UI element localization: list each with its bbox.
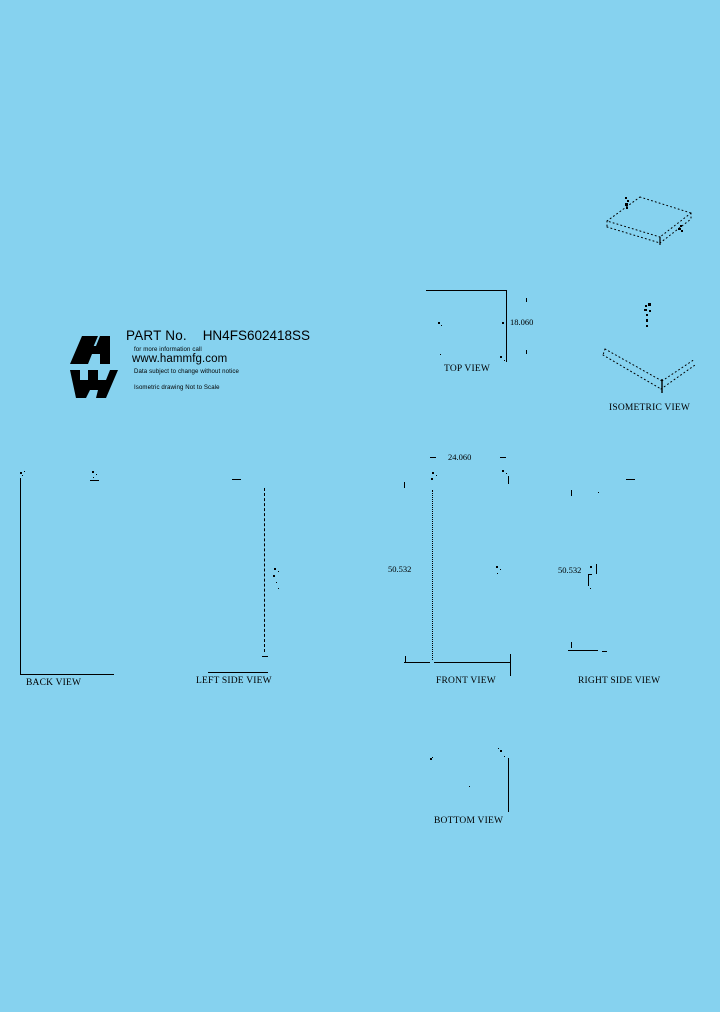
front-view-right-edge xyxy=(510,654,511,676)
right-side-view-bottom-edge-2 xyxy=(602,651,607,652)
website-link[interactable]: www.hammfg.com xyxy=(132,353,228,365)
back-view-left-edge xyxy=(20,478,21,674)
front-view-left-tick xyxy=(404,482,405,488)
front-view-corner-tick xyxy=(508,476,509,484)
bottom-view-label: BOTTOM VIEW xyxy=(434,816,504,826)
front-view-label: FRONT VIEW xyxy=(436,676,496,686)
left-side-view-mark xyxy=(278,588,279,589)
back-view-mark xyxy=(20,472,22,474)
front-view-bottom-edge-left xyxy=(404,662,430,663)
right-side-view-mark xyxy=(598,492,599,493)
part-number-value: HN4FS602418SS xyxy=(202,328,311,343)
dimension-right-side-height: 50.532 xyxy=(558,565,582,575)
front-view: 24.060 50.532 FRONT VIEW xyxy=(388,448,532,688)
front-view-bottom-left-tick xyxy=(405,656,406,662)
left-side-view-label: LEFT SIDE VIEW xyxy=(196,676,272,686)
right-side-view: 50.532 RIGHT SIDE VIEW xyxy=(552,470,672,686)
front-view-mark xyxy=(431,478,433,480)
right-side-view-mark xyxy=(590,588,591,589)
front-view-mark xyxy=(500,569,501,570)
back-view-bottom-edge xyxy=(20,674,114,675)
bottom-view-mark xyxy=(469,786,470,787)
right-side-view-label: RIGHT SIDE VIEW xyxy=(578,676,661,686)
back-view-tick xyxy=(90,480,99,481)
dimension-front-width: 24.060 xyxy=(448,452,472,462)
scale-note-text: Isometric drawing Not to Scale xyxy=(134,384,220,391)
right-side-view-mark xyxy=(590,566,592,568)
front-view-mark xyxy=(496,566,498,568)
right-side-view-dim-line xyxy=(596,564,597,574)
top-view-top-edge xyxy=(426,290,506,291)
top-view: 18.060 TOP VIEW xyxy=(420,282,540,374)
isometric-view-label: ISOMETRIC VIEW xyxy=(609,403,690,413)
right-side-view-dim-ext xyxy=(588,574,589,586)
left-side-view-bottom-edge xyxy=(208,672,268,673)
left-side-view-mark xyxy=(274,568,276,570)
left-side-view-top-tick xyxy=(232,479,241,480)
front-view-mark xyxy=(497,573,498,574)
top-view-mark xyxy=(441,325,442,326)
top-view-label: TOP VIEW xyxy=(444,364,491,374)
top-view-right-edge xyxy=(506,290,507,362)
dimension-top-depth: 18.060 xyxy=(510,317,534,327)
isometric-plate-svg xyxy=(606,196,692,245)
left-side-view-bottom-tick xyxy=(262,656,268,657)
logo-svg xyxy=(70,336,118,398)
bottom-view-mark xyxy=(432,757,433,758)
hammond-manufacturing-logo xyxy=(68,332,120,400)
back-view-mark xyxy=(92,471,94,473)
back-view-mark xyxy=(93,477,94,478)
top-view-extension-tick xyxy=(526,350,527,354)
top-view-mark xyxy=(438,322,440,324)
right-side-view-bottom-tick xyxy=(571,642,572,648)
top-view-extension-tick xyxy=(526,298,527,302)
left-side-view-mark xyxy=(278,571,279,572)
front-view-dim-tick-right xyxy=(500,457,506,458)
part-number-line: PART No. HN4FS602418SS xyxy=(126,328,310,343)
top-view-mark xyxy=(502,322,504,324)
right-side-view-bottom-edge xyxy=(568,650,598,651)
back-view-mark xyxy=(96,474,97,475)
top-view-mark xyxy=(504,360,505,361)
bottom-view-right-edge xyxy=(508,758,509,812)
left-side-view-mark xyxy=(273,575,275,577)
front-view-mark xyxy=(506,473,507,474)
top-view-mark xyxy=(500,356,502,358)
front-view-mark xyxy=(502,470,504,472)
bottom-view-mark xyxy=(430,758,432,760)
bottom-view-mark xyxy=(500,750,502,752)
part-number-label: PART No. xyxy=(126,328,187,343)
bottom-view-mark xyxy=(498,748,499,749)
right-side-view-left-tick xyxy=(571,490,572,496)
back-view-mark xyxy=(24,471,25,472)
isometric-bracket-svg xyxy=(602,303,696,393)
left-side-view: LEFT SIDE VIEW xyxy=(196,470,306,686)
bottom-view: BOTTOM VIEW xyxy=(412,738,542,830)
bottom-view-mark xyxy=(504,756,505,757)
title-block: PART No. HN4FS602418SS for more informat… xyxy=(68,328,318,406)
front-view-bottom-edge-right xyxy=(434,662,510,663)
call-line: for more information call xyxy=(134,346,202,353)
back-view: BACK VIEW xyxy=(14,470,134,688)
back-view-mark xyxy=(22,475,23,476)
front-view-mark xyxy=(436,475,437,476)
dimension-front-height: 50.532 xyxy=(388,564,412,574)
left-side-view-mark xyxy=(276,582,277,583)
back-view-label: BACK VIEW xyxy=(26,678,82,688)
right-side-view-top-tick xyxy=(626,479,635,480)
isometric-view: ISOMETRIC VIEW xyxy=(595,175,705,420)
front-view-centerline xyxy=(432,490,433,660)
front-view-dim-tick-left xyxy=(430,457,436,458)
disclaimer-text: Data subject to change without notice xyxy=(134,368,239,375)
top-view-mark xyxy=(440,354,441,355)
front-view-mark xyxy=(432,472,434,474)
left-side-view-hidden-edge xyxy=(264,488,265,652)
right-side-view-dim-tick xyxy=(588,574,592,575)
